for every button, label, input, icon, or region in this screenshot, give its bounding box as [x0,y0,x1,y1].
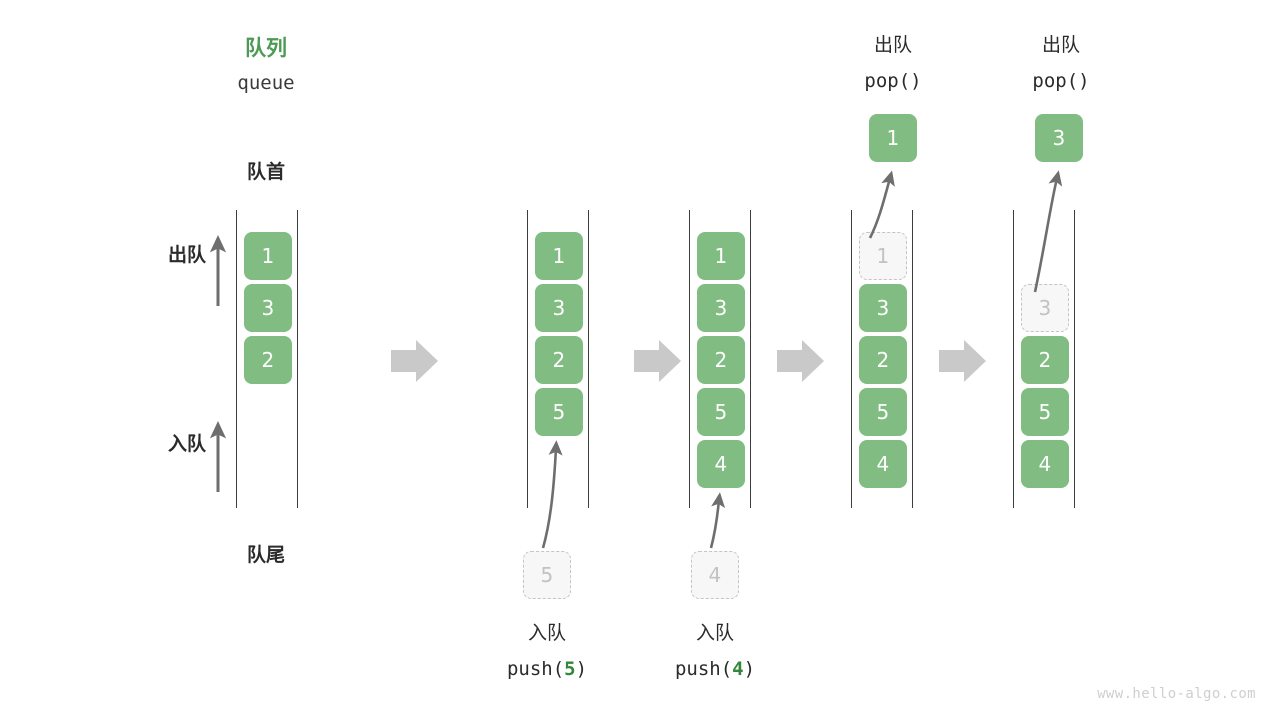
queue-rail-right [588,210,589,508]
op-code-prefix: pop( [1032,70,1079,92]
queue-cell: 3 [244,284,292,332]
diagram-title-cn: 队列 [245,36,287,60]
queue-rail-right [1074,210,1075,508]
queue-cell: 2 [697,336,745,384]
step-arrow-3 [777,340,824,382]
queue-rail-left [689,210,690,508]
rear-label: 队尾 [246,544,285,566]
queue-column-initial: 1 3 2 [236,210,298,508]
op-code-prefix: push( [506,658,565,680]
queue-cell: 2 [1021,336,1069,384]
queue-rail-right [297,210,298,508]
operation-label-code: pop() [1001,69,1121,95]
incoming-element: 5 [523,551,571,599]
queue-cell: 5 [697,388,745,436]
queue-rail-left [851,210,852,508]
queue-rail-left [236,210,237,508]
queue-cell: 1 [244,232,292,280]
op-code-arg: 5 [564,658,576,680]
queue-cell: 1 [535,232,583,280]
front-label: 队首 [246,161,285,183]
op-code-suffix: ) [575,658,588,680]
queue-rail-left [1013,210,1014,508]
queue-cell: 5 [859,388,907,436]
queue-column-push-5: 1 3 2 5 [527,210,589,508]
operation-label-cn: 出队 [873,34,912,56]
operation-label-code: pop() [833,69,953,95]
queue-cell: 4 [859,440,907,488]
diagram-title-en: queue [237,72,295,94]
op-code-suffix: ) [743,658,756,680]
outgoing-element: 3 [1035,114,1083,162]
operation-label-code: push(4) [655,657,775,683]
queue-cell: 2 [244,336,292,384]
incoming-element: 4 [691,551,739,599]
queue-rail-left [527,210,528,508]
op-code-suffix: ) [910,70,922,92]
operation-label-cn: 入队 [695,622,734,644]
queue-cell: 4 [697,440,745,488]
outgoing-element: 1 [869,114,917,162]
operation-label-cn: 出队 [1041,34,1080,56]
queue-cell-removed: 3 [1021,284,1069,332]
step-arrow-1 [391,340,438,382]
queue-cell: 2 [859,336,907,384]
step-arrow-2 [634,340,681,382]
queue-cell: 3 [859,284,907,332]
watermark: www.hello-algo.com [1097,686,1256,702]
queue-cell: 4 [1021,440,1069,488]
queue-cell: 2 [535,336,583,384]
enqueue-side-label: 入队 [167,433,206,455]
op-code-prefix: push( [674,658,733,680]
queue-rail-right [912,210,913,508]
op-code-prefix: pop( [864,70,911,92]
op-code-arg: 4 [732,658,744,680]
queue-rail-right [750,210,751,508]
queue-cell: 3 [535,284,583,332]
queue-column-pop-1: 1 3 2 5 4 [851,210,913,508]
queue-cell: 3 [697,284,745,332]
queue-cell-removed: 1 [859,232,907,280]
queue-cell: 1 [697,232,745,280]
operation-label-code: push(5) [487,657,607,683]
step-arrow-4 [939,340,986,382]
queue-column-push-4: 1 3 2 5 4 [689,210,751,508]
operation-label-cn: 入队 [527,622,566,644]
op-code-suffix: ) [1078,70,1090,92]
queue-cell: 5 [1021,388,1069,436]
dequeue-side-label: 出队 [167,244,206,266]
queue-column-pop-3: 3 2 5 4 [1013,210,1075,508]
queue-cell: 5 [535,388,583,436]
